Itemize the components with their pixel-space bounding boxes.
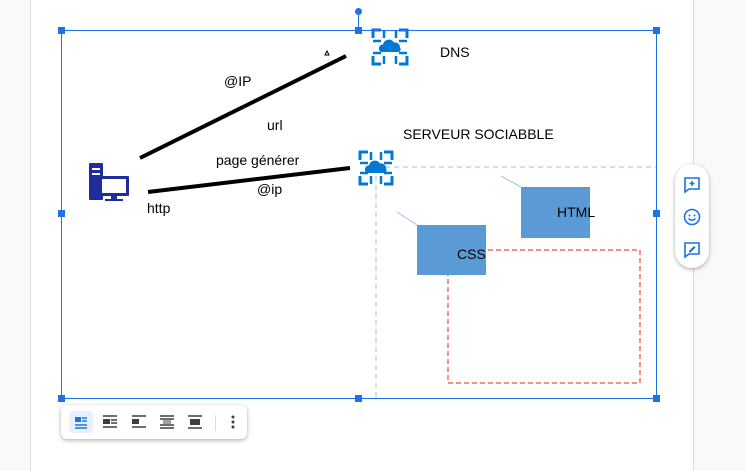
in-front-of-text-icon[interactable]: [183, 411, 207, 433]
rotate-handle[interactable]: [355, 8, 362, 15]
more-options-icon[interactable]: [221, 411, 245, 433]
add-comment-icon[interactable]: [682, 175, 702, 195]
image-selection-frame[interactable]: [61, 30, 657, 399]
break-text-icon[interactable]: [127, 411, 151, 433]
serveur-sociabble-label: SERVEUR SOCIABBLE: [403, 126, 554, 142]
dashed-red-region: [447, 249, 641, 384]
toolbar-separator: [215, 415, 216, 431]
at-ip-label-lower: @ip: [257, 181, 283, 197]
server-cloud-service-icon: [358, 150, 394, 186]
resize-handle-right[interactable]: [653, 210, 660, 217]
html-callout-line: [500, 175, 522, 188]
connector-line-server: [147, 166, 351, 194]
css-box[interactable]: CSS: [417, 225, 486, 275]
url-label: url: [267, 117, 283, 133]
resize-handle-bottom[interactable]: [355, 395, 362, 402]
resize-handle-bottom-right[interactable]: [653, 395, 660, 402]
css-callout-line: [396, 211, 418, 226]
side-action-toolbar: [675, 164, 709, 268]
resize-handle-top-left[interactable]: [58, 27, 65, 34]
rotation-line: [358, 12, 359, 30]
emoji-reaction-icon[interactable]: [682, 207, 702, 227]
at-ip-label-upper: @IP: [224, 73, 252, 89]
suggest-edits-icon[interactable]: [682, 240, 702, 260]
css-box-label: CSS: [457, 246, 486, 262]
line-endpoint-mark: [324, 49, 330, 56]
image-wrap-toolbar: [61, 405, 247, 439]
resize-handle-bottom-left[interactable]: [58, 395, 65, 402]
html-box-label: HTML: [557, 204, 596, 220]
behind-text-icon[interactable]: [155, 411, 179, 433]
html-box[interactable]: HTML: [521, 187, 595, 238]
in-line-icon[interactable]: [69, 411, 93, 433]
resize-handle-top[interactable]: [355, 27, 362, 34]
wrap-text-icon[interactable]: [98, 411, 122, 433]
page-generer-label: page générer: [216, 152, 300, 168]
resize-handle-left[interactable]: [58, 210, 65, 217]
connector-line-dns: [139, 54, 347, 160]
dns-label: DNS: [440, 44, 470, 60]
resize-handle-top-right[interactable]: [653, 27, 660, 34]
computer-icon: [89, 163, 129, 201]
http-label: http: [147, 200, 171, 216]
